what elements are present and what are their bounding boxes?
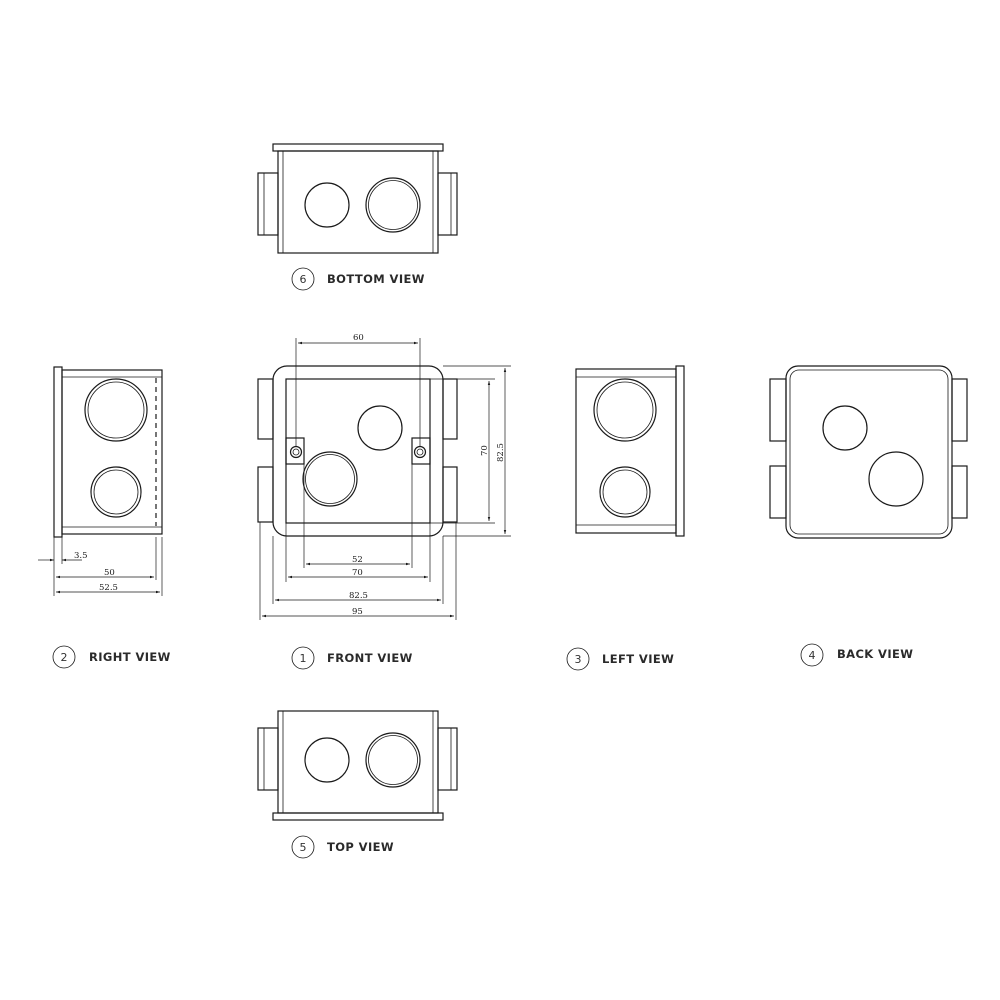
front-view-label: FRONT VIEW <box>327 651 413 665</box>
right-view <box>53 366 163 538</box>
top-view <box>257 710 458 821</box>
left-view-label: LEFT VIEW <box>602 652 674 666</box>
dim-70-vertical: 70 <box>480 445 490 456</box>
back-view-label: BACK VIEW <box>837 647 913 661</box>
front-view <box>257 365 458 537</box>
dim-3-5: 3.5 <box>74 551 88 561</box>
dim-50: 50 <box>104 568 115 578</box>
top-view-number: 5 <box>300 841 307 854</box>
dim-60: 60 <box>353 333 364 343</box>
top-view-label: TOP VIEW <box>327 840 394 854</box>
back-view-number: 4 <box>809 649 816 662</box>
right-view-dimensions: 3.5 50 52.5 <box>38 537 163 596</box>
front-view-dimensions: 60 70 82.5 52 70 82.5 95 <box>259 333 511 620</box>
left-view <box>575 365 685 537</box>
dim-52-5: 52.5 <box>99 583 118 593</box>
bottom-view-label: BOTTOM VIEW <box>327 272 425 286</box>
dim-82-5-vertical: 82.5 <box>496 443 506 462</box>
dim-82-5: 82.5 <box>349 591 368 601</box>
bottom-view <box>257 143 458 254</box>
left-view-number: 3 <box>575 653 582 666</box>
right-view-caption: 2 RIGHT VIEW <box>52 645 171 669</box>
left-view-caption: 3 LEFT VIEW <box>566 647 674 671</box>
right-view-label: RIGHT VIEW <box>89 650 171 664</box>
bottom-view-number: 6 <box>300 273 307 286</box>
dim-52: 52 <box>352 555 363 565</box>
dim-70: 70 <box>352 568 363 578</box>
right-view-number: 2 <box>61 651 68 664</box>
front-view-number: 1 <box>300 652 307 665</box>
dim-95: 95 <box>352 607 363 617</box>
bottom-view-caption: 6 BOTTOM VIEW <box>291 267 425 291</box>
top-view-caption: 5 TOP VIEW <box>291 835 394 859</box>
front-view-caption: 1 FRONT VIEW <box>291 646 413 670</box>
back-view <box>769 365 968 539</box>
back-view-caption: 4 BACK VIEW <box>800 643 913 667</box>
